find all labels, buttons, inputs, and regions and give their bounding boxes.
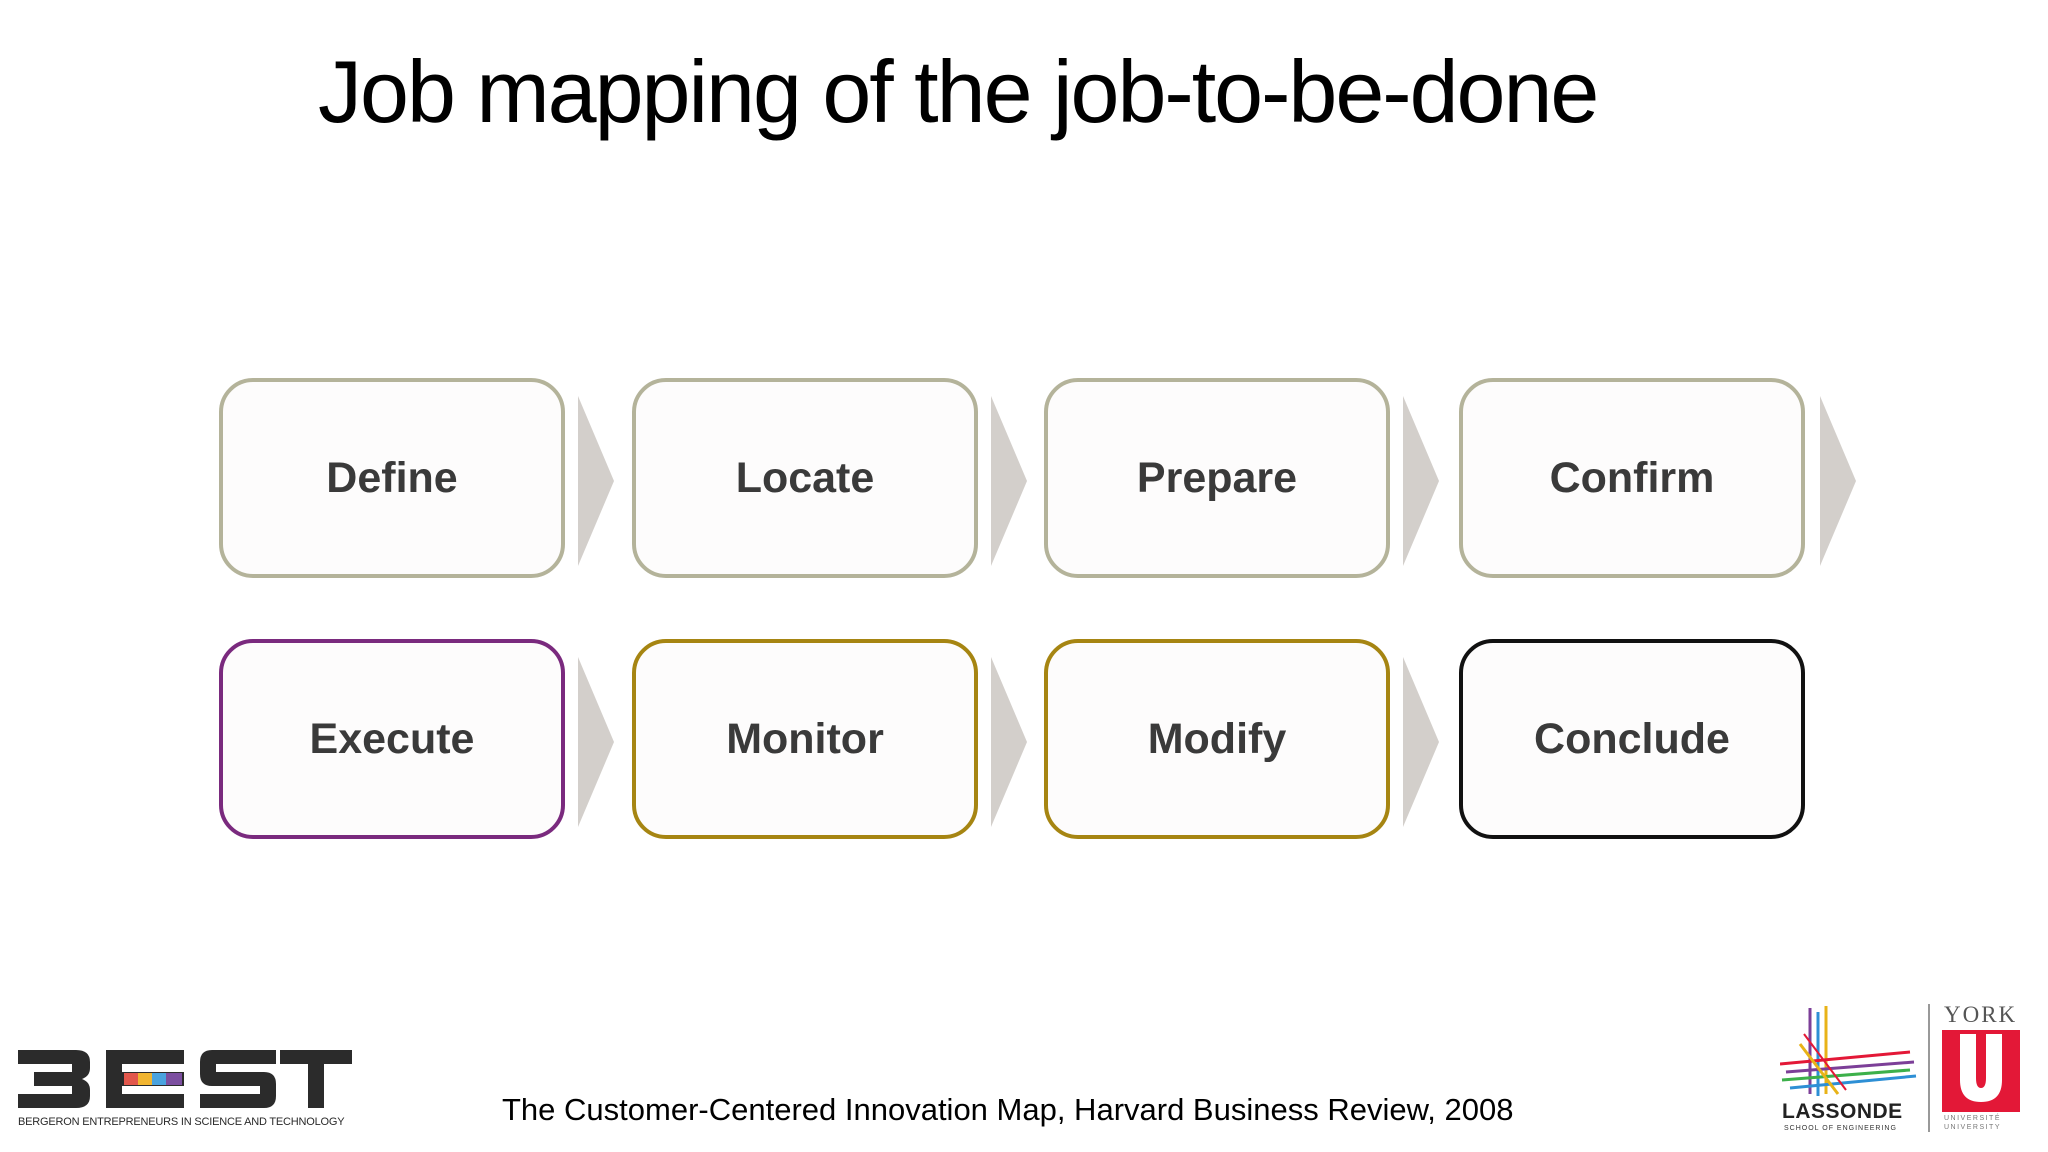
york-subtitle: UNIVERSITÉ UNIVERSITY — [1944, 1114, 2001, 1132]
york-u-emblem — [1942, 1030, 2020, 1112]
step-prepare: Prepare — [1044, 378, 1390, 578]
lassonde-emblem — [1779, 1006, 1917, 1096]
logo-divider — [1928, 1004, 1930, 1132]
step-execute: Execute — [219, 639, 565, 839]
chevron-arrow-icon — [578, 396, 614, 566]
lassonde-subtitle: SCHOOL OF ENGINEERING — [1784, 1125, 1897, 1132]
step-locate: Locate — [632, 378, 978, 578]
best-wordmark — [18, 1050, 352, 1108]
york-subtitle-fr: UNIVERSITÉ — [1944, 1115, 2002, 1122]
step-modify: Modify — [1044, 639, 1390, 839]
chevron-arrow-icon — [1820, 396, 1856, 566]
york-name: YORK — [1944, 1002, 2018, 1027]
lassonde-name: LASSONDE — [1782, 1100, 1903, 1123]
step-monitor: Monitor — [632, 639, 978, 839]
chevron-arrow-icon — [1403, 396, 1439, 566]
step-conclude: Conclude — [1459, 639, 1805, 839]
best-logo: BERGERON ENTREPRENEURS IN SCIENCE AND TE… — [14, 1046, 354, 1132]
step-define: Define — [219, 378, 565, 578]
citation: The Customer-Centered Innovation Map, Ha… — [502, 1092, 1514, 1127]
york-logo: YORK UNIVERSITÉ UNIVERSITY — [1940, 1000, 2030, 1136]
best-subtitle: BERGERON ENTREPRENEURS IN SCIENCE AND TE… — [18, 1116, 345, 1128]
step-confirm: Confirm — [1459, 378, 1805, 578]
chevron-arrow-icon — [991, 396, 1027, 566]
chevron-arrow-icon — [991, 657, 1027, 827]
lassonde-logo: LASSONDE SCHOOL OF ENGINEERING — [1779, 1004, 1920, 1134]
slide-title: Job mapping of the job-to-be-done — [318, 42, 1599, 141]
chevron-arrow-icon — [1403, 657, 1439, 827]
chevron-arrow-icon — [578, 657, 614, 827]
york-subtitle-en: UNIVERSITY — [1944, 1124, 2002, 1131]
